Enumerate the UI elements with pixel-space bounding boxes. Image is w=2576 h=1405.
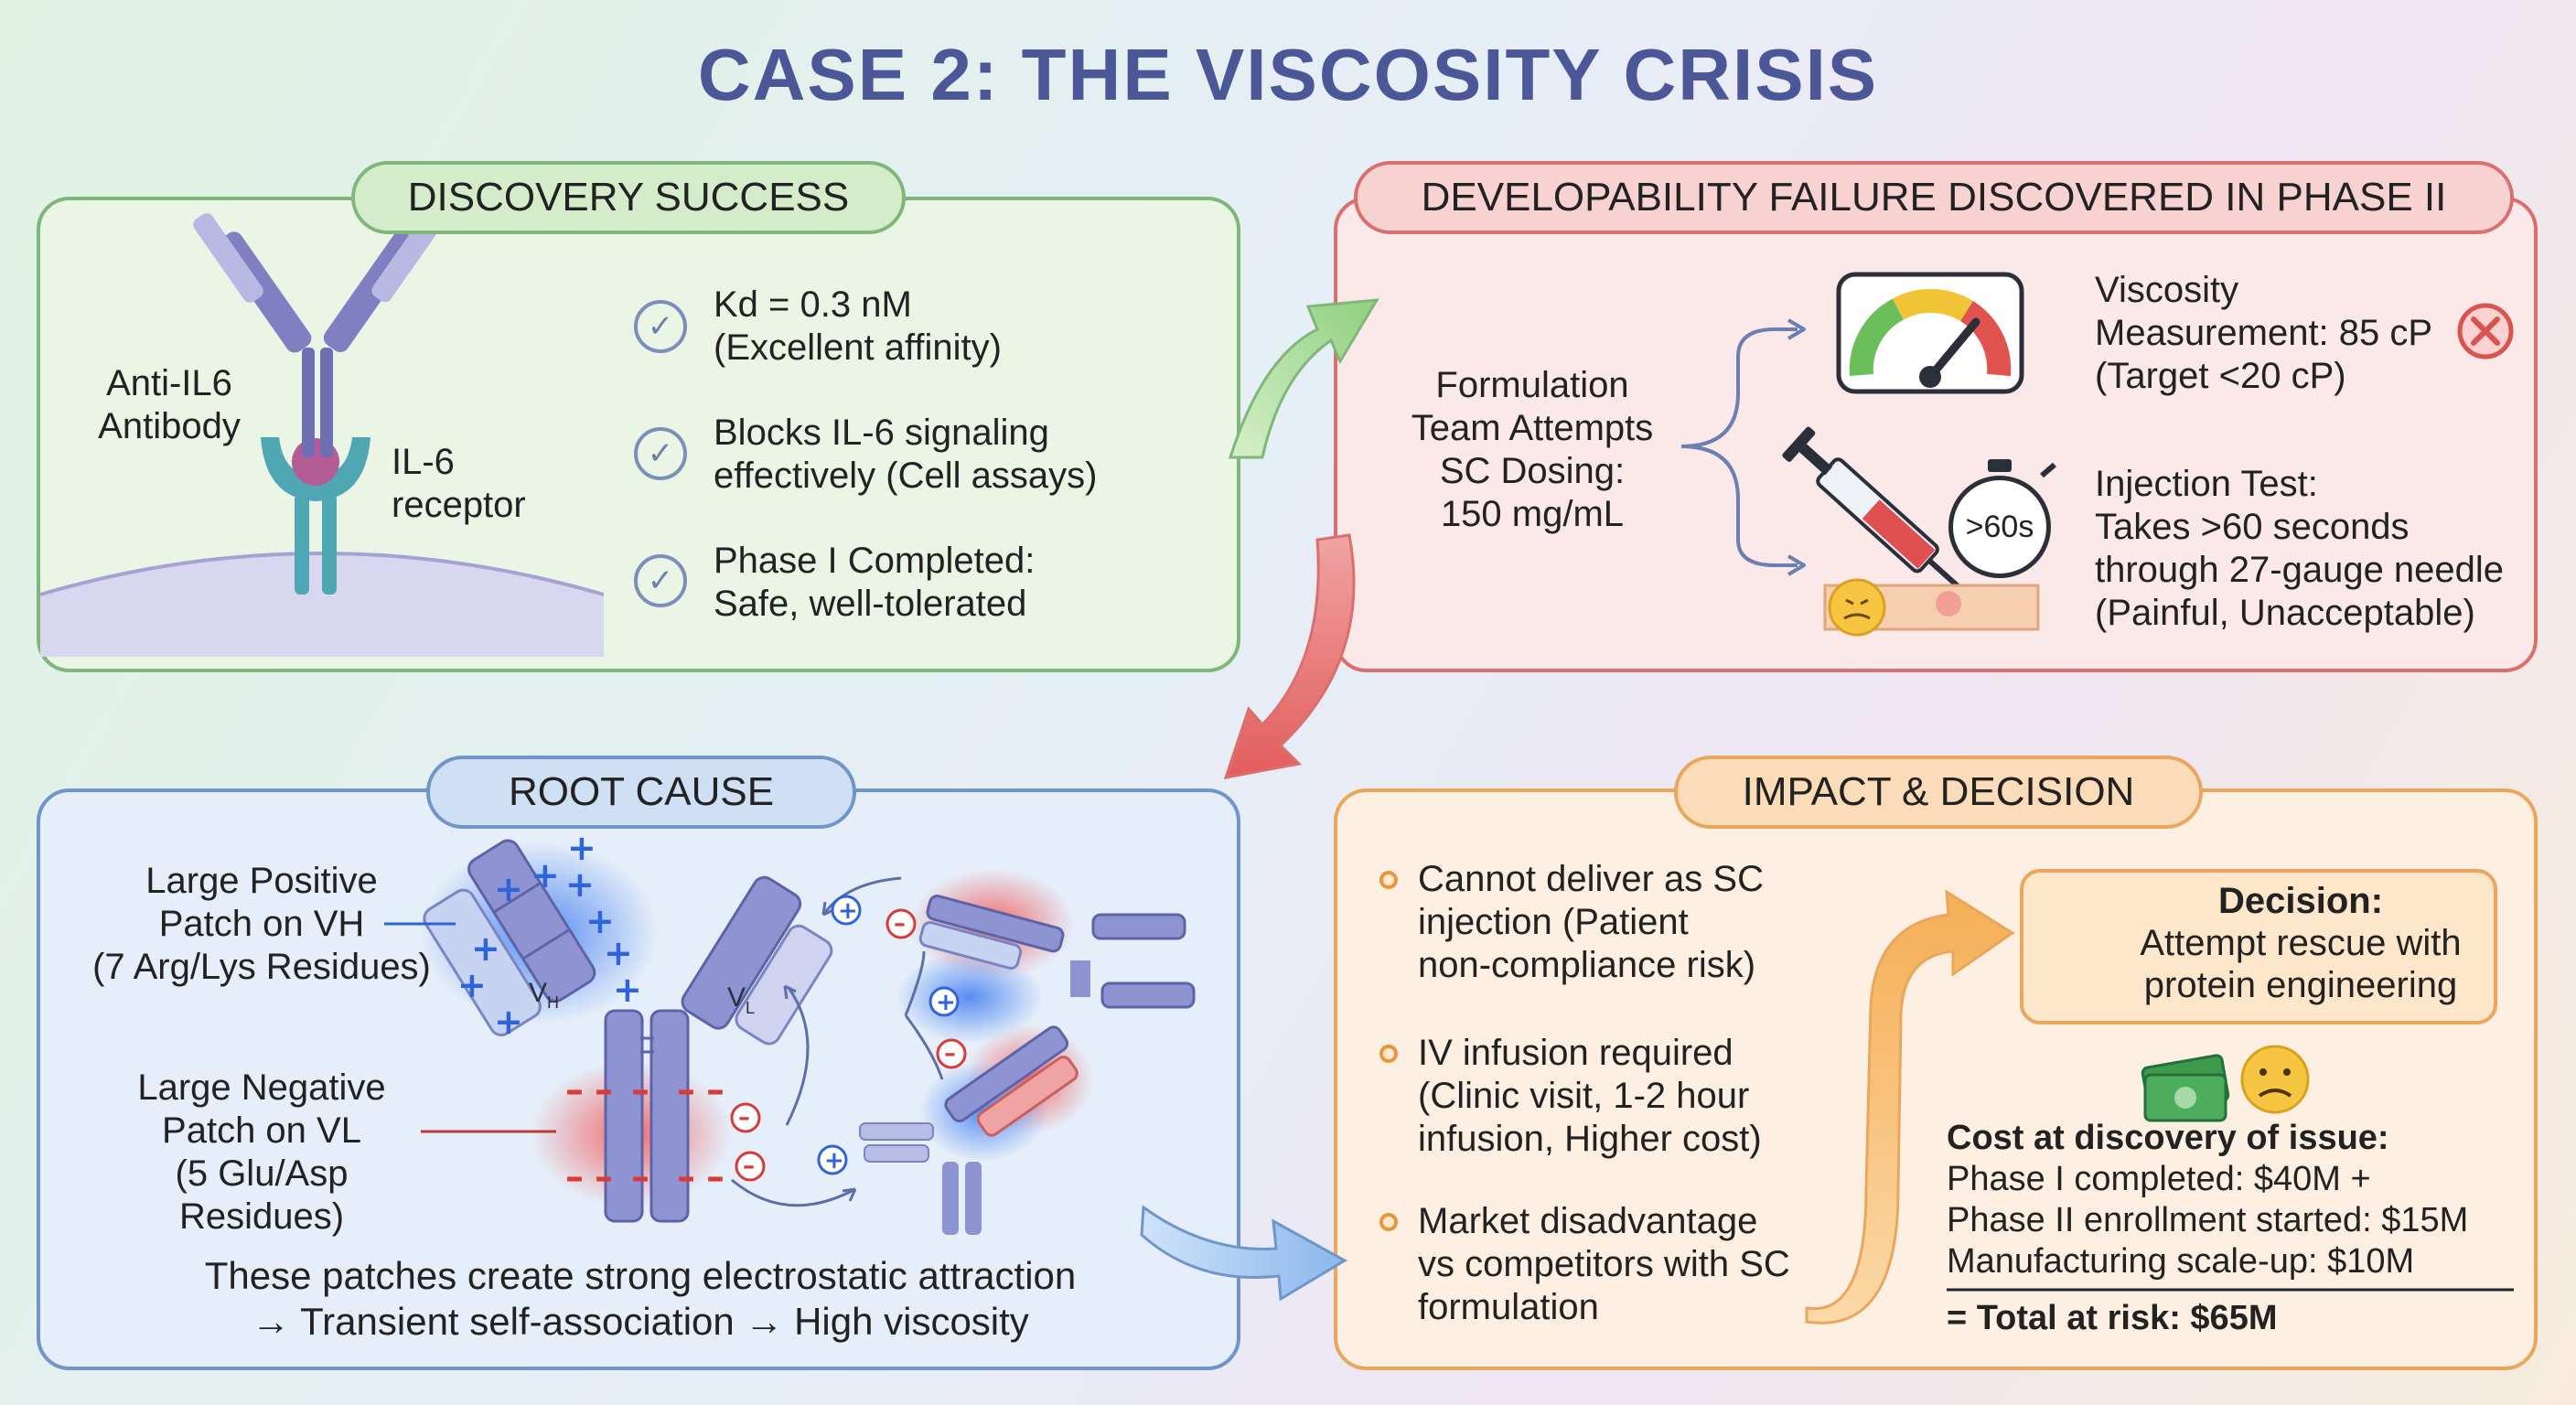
discovery-item: Phase I Completed:Safe, well-tolerated bbox=[714, 541, 1036, 624]
root-cause-header: ROOT CAUSE bbox=[426, 756, 856, 829]
negative-patch-label: Large Negative Patch on VL (5 Glu/Asp Re… bbox=[137, 1067, 386, 1237]
impact-header: IMPACT & DECISION bbox=[1674, 756, 2203, 829]
bullet-icon bbox=[1379, 871, 1398, 889]
check-icon: ✓ bbox=[634, 554, 687, 607]
decision-box bbox=[2020, 869, 2497, 1024]
stopwatch-readout: >60s bbox=[1948, 476, 2051, 578]
developability-header: DEVELOPABILITY FAILURE DISCOVERED IN PHA… bbox=[1354, 161, 2514, 234]
discovery-header: DISCOVERY SUCCESS bbox=[351, 161, 906, 234]
root-cause-summary: These patches create strong electrostati… bbox=[204, 1254, 1077, 1343]
check-icon: ✓ bbox=[634, 300, 687, 353]
total-at-risk: = Total at risk: $65M bbox=[1947, 1299, 2278, 1337]
cost-breakdown: Cost at discovery of issue: Phase I comp… bbox=[1947, 1119, 2469, 1281]
discovery-item: Kd = 0.3 nM(Excellent affinity) bbox=[714, 284, 1002, 368]
check-icon: ✓ bbox=[634, 427, 687, 480]
bullet-icon bbox=[1379, 1213, 1398, 1231]
formulation-text: Formulation Team Attempts SC Dosing: 150… bbox=[1411, 365, 1654, 534]
bullet-icon bbox=[1379, 1045, 1398, 1063]
page-title: CASE 2: THE VISCOSITY CRISIS bbox=[697, 34, 1879, 115]
decision-text: Decision: Attempt rescue with protein en… bbox=[2140, 881, 2462, 1005]
impact-bullet: IV infusion required(Clinic visit, 1-2 h… bbox=[1418, 1033, 1762, 1159]
injection-text: Injection Test: Takes >60 seconds throug… bbox=[2095, 464, 2505, 633]
positive-patch-label: Large Positive Patch on VH (7 Arg/Lys Re… bbox=[92, 861, 431, 987]
viscosity-text: Viscosity Measurement: 85 cP (Target <20… bbox=[2095, 270, 2433, 396]
